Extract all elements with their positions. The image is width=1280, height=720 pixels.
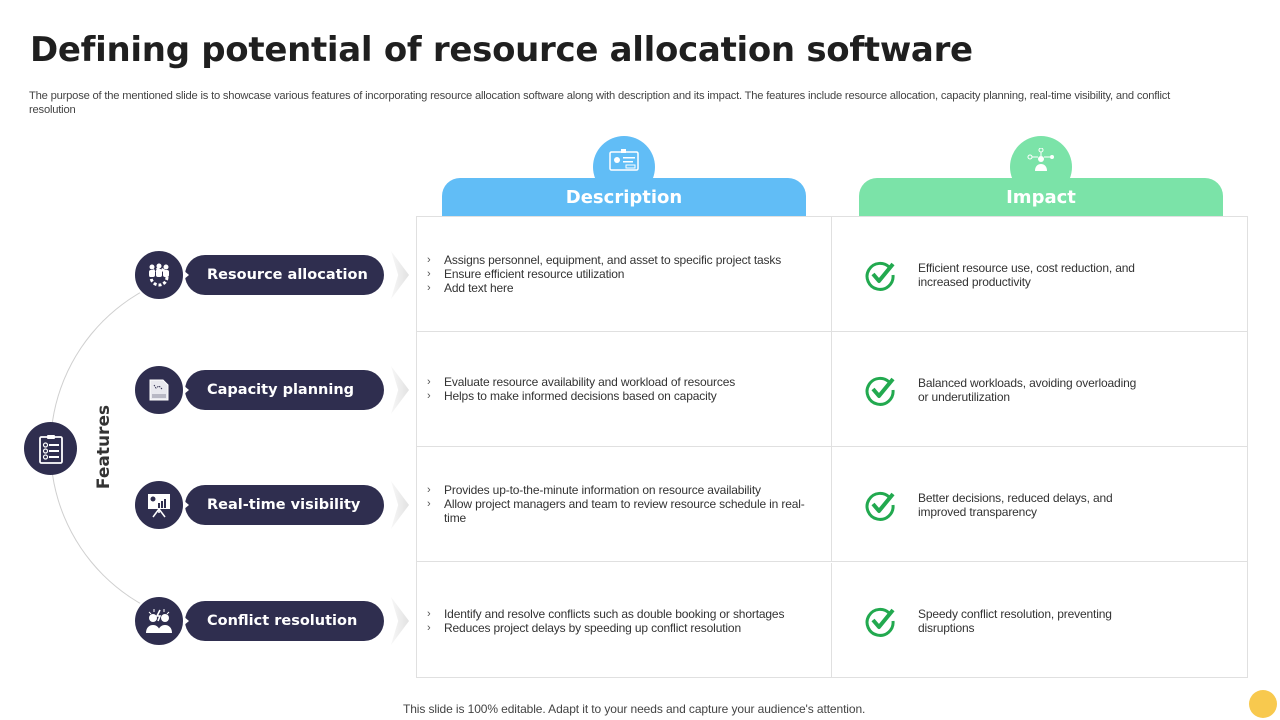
description-list: Evaluate resource availability and workl…	[427, 375, 735, 403]
impact-cell: Better decisions, reduced delays, and im…	[832, 447, 1247, 561]
feature-icon-circle	[133, 479, 185, 531]
description-list: Assigns personnel, equipment, and asset …	[427, 253, 781, 295]
presentation-board-icon	[148, 494, 170, 518]
impact-text: Efficient resource use, cost reduction, …	[918, 261, 1135, 289]
feature-resource-allocation: Resource allocation	[133, 249, 413, 301]
features-label: Features	[94, 404, 114, 490]
feature-real-time-visibility: Real-time visibility	[133, 479, 413, 531]
connector-arc	[50, 268, 250, 628]
feature-label: Capacity planning	[183, 370, 384, 410]
list-item: Identify and resolve conflicts such as d…	[427, 607, 784, 621]
impact-text: Balanced workloads, avoiding overloading…	[918, 376, 1137, 404]
check-circle-icon	[865, 261, 895, 291]
feature-table: Assigns personnel, equipment, and asset …	[416, 216, 1248, 678]
impact-cell: Balanced workloads, avoiding overloading…	[832, 332, 1247, 446]
list-item: Helps to make informed decisions based o…	[427, 389, 735, 403]
impact-text: Better decisions, reduced delays, and im…	[918, 491, 1113, 519]
description-list: Identify and resolve conflicts such as d…	[427, 607, 784, 635]
feature-label: Resource allocation	[183, 255, 384, 295]
list-item: Reduces project delays by speeding up co…	[427, 621, 784, 635]
id-card-icon	[609, 149, 639, 171]
description-cell: Provides up-to-the-minute information on…	[417, 447, 832, 561]
check-circle-icon	[865, 491, 895, 521]
feature-icon-circle	[133, 249, 185, 301]
list-item: Provides up-to-the-minute information on…	[427, 483, 819, 497]
list-item: Evaluate resource availability and workl…	[427, 375, 735, 389]
feature-label: Conflict resolution	[183, 601, 384, 641]
impact-cell: Efficient resource use, cost reduction, …	[832, 217, 1247, 331]
team-gear-icon	[149, 263, 169, 287]
list-item: Add text here	[427, 281, 781, 295]
table-row: Evaluate resource availability and workl…	[417, 332, 1247, 447]
impact-cell: Speedy conflict resolution, preventing d…	[832, 563, 1247, 678]
table-row: Provides up-to-the-minute information on…	[417, 447, 1247, 562]
features-root-node	[24, 422, 77, 475]
slide-subtitle: The purpose of the mentioned slide is to…	[29, 90, 1171, 116]
check-circle-icon	[865, 376, 895, 406]
description-column-header: Description	[442, 178, 806, 216]
table-row: Identify and resolve conflicts such as d…	[417, 563, 1247, 678]
list-item: Assigns personnel, equipment, and asset …	[427, 253, 781, 267]
chevron-right-icon	[391, 251, 409, 299]
person-network-icon	[1027, 148, 1054, 171]
chevron-right-icon	[391, 481, 409, 529]
table-row: Assigns personnel, equipment, and asset …	[417, 217, 1247, 332]
impact-column-header: Impact	[859, 178, 1223, 216]
list-item: Allow project managers and team to revie…	[427, 497, 819, 525]
description-cell: Evaluate resource availability and workl…	[417, 332, 832, 446]
list-item: Ensure efficient resource utilization	[427, 267, 781, 281]
feature-label: Real-time visibility	[183, 485, 384, 525]
description-cell: Assigns personnel, equipment, and asset …	[417, 217, 832, 331]
clipboard-checklist-icon	[38, 434, 63, 464]
chevron-right-icon	[391, 366, 409, 414]
impact-text: Speedy conflict resolution, preventing d…	[918, 607, 1112, 635]
feature-capacity-planning: Capacity planning	[133, 364, 413, 416]
description-cell: Identify and resolve conflicts such as d…	[417, 563, 832, 678]
check-circle-icon	[865, 607, 895, 637]
plan-sheet-icon	[149, 379, 169, 401]
accent-dot	[1249, 690, 1277, 718]
feature-icon-circle	[133, 595, 185, 647]
slide-title: Defining potential of resource allocatio…	[30, 30, 973, 70]
feature-conflict-resolution: Conflict resolution	[133, 595, 413, 647]
feature-icon-circle	[133, 364, 185, 416]
conflict-people-icon	[146, 609, 172, 633]
footer-note: This slide is 100% editable. Adapt it to…	[403, 702, 866, 716]
chevron-right-icon	[391, 597, 409, 645]
description-list: Provides up-to-the-minute information on…	[427, 483, 819, 525]
